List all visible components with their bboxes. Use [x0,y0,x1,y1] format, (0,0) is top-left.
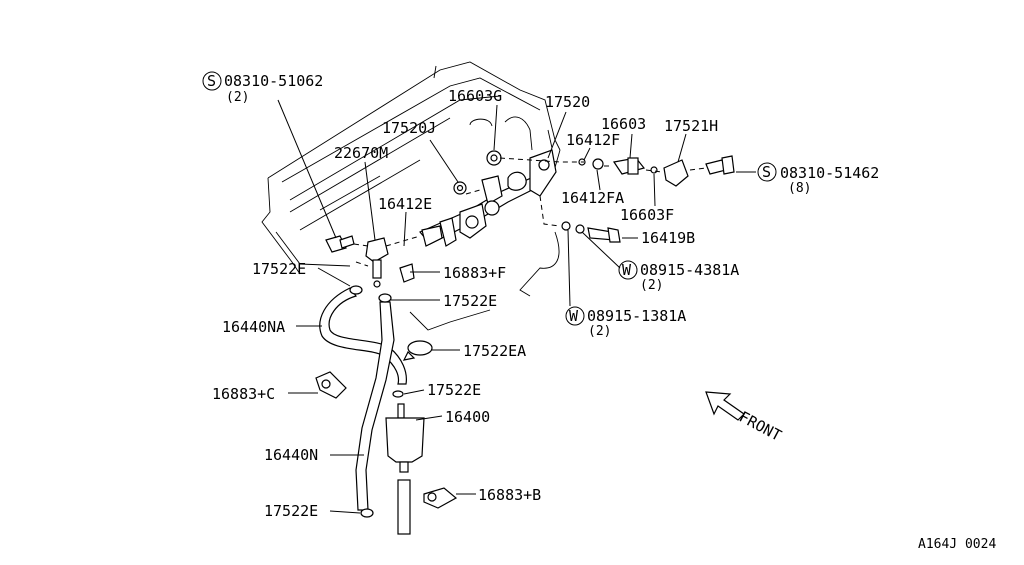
clip-17521H-shape [663,159,689,187]
part-16419B: 16419B [641,229,695,247]
part-number-08915-1381A: 08915-1381A [587,307,686,325]
part-17522EA: 17522EA [463,342,526,360]
part-16883B: 16883+B [478,486,541,504]
marker-w-a: W [622,261,632,279]
part-17520: 17520 [545,93,590,111]
washer-17520J-shape [453,181,467,195]
clamp-17522EA-shape [402,340,433,361]
clip-16883B-shape [423,487,458,509]
part-16412E: 16412E [378,195,432,213]
part-16603G: 16603G [448,87,502,105]
part-number-08310-51062: 08310-51062 [224,72,323,90]
clamp-17522E-shapes [392,390,404,398]
marker-s-right: S [762,163,771,181]
fuel-rail-assembly [419,149,557,247]
part-number-08915-4381A: 08915-4381A [640,261,739,279]
part-16400: 16400 [445,408,490,426]
part-17522E-d: 17522E [264,502,318,520]
fuel-filter-16400-shape [385,403,425,473]
qty-08310-51062: (2) [226,90,249,105]
part-16412FA: 16412FA [561,189,624,207]
part-16440N: 16440N [264,446,318,464]
part-17522E-c: 17522E [427,381,481,399]
part-17522E-a: 17522E [252,260,306,278]
clip-16883C-shape [315,371,347,399]
label-08310-51462: S 08310-51462 (8) [757,162,879,196]
bolt-08310-51462-shape [705,155,735,175]
washer-16603G-shape [486,150,502,166]
label-08915-1381A: W 08915-1381A (2) [565,306,686,339]
part-17522E-b: 17522E [443,292,497,310]
part-22670M: 22670M [334,144,388,162]
clip-16883F-shape [399,263,415,283]
engine-block-outline [261,61,561,331]
part-16883F: 16883+F [443,264,506,282]
leader-lines [277,99,756,514]
assembly-dash-lines [353,157,707,267]
part-17520J: 17520J [382,119,436,137]
marker-w-b: W [569,307,579,325]
hose-16440N-shape [355,293,395,518]
part-16603F: 16603F [620,206,674,224]
part-number-08310-51462: 08310-51462 [780,164,879,182]
label-08310-51062: S 08310-51062 (2) [202,71,323,105]
front-label: FRONT [736,408,784,445]
part-16412F: 16412F [566,131,620,149]
qty-08310-51462: (8) [788,181,811,196]
bolt-16419B-shape [561,221,621,243]
fuel-pipe-shape [397,479,411,535]
front-arrow-icon [705,391,745,421]
marker-s-top: S [207,72,216,90]
injector-16603-shape [578,157,658,175]
part-16883C: 16883+C [212,385,275,403]
pressure-regulator-22670M [365,237,389,288]
diagram-code: A164J 0024 [918,537,996,552]
label-08915-4381A: W 08915-4381A (2) [618,260,739,293]
qty-08915-4381A: (2) [640,278,663,293]
part-16440NA: 16440NA [222,318,285,336]
qty-08915-1381A: (2) [588,324,611,339]
part-16603: 16603 [601,115,646,133]
part-17521H: 17521H [664,117,718,135]
bolt-08310-51062-shape [325,235,355,253]
hose-16440NA-shape [319,285,407,385]
